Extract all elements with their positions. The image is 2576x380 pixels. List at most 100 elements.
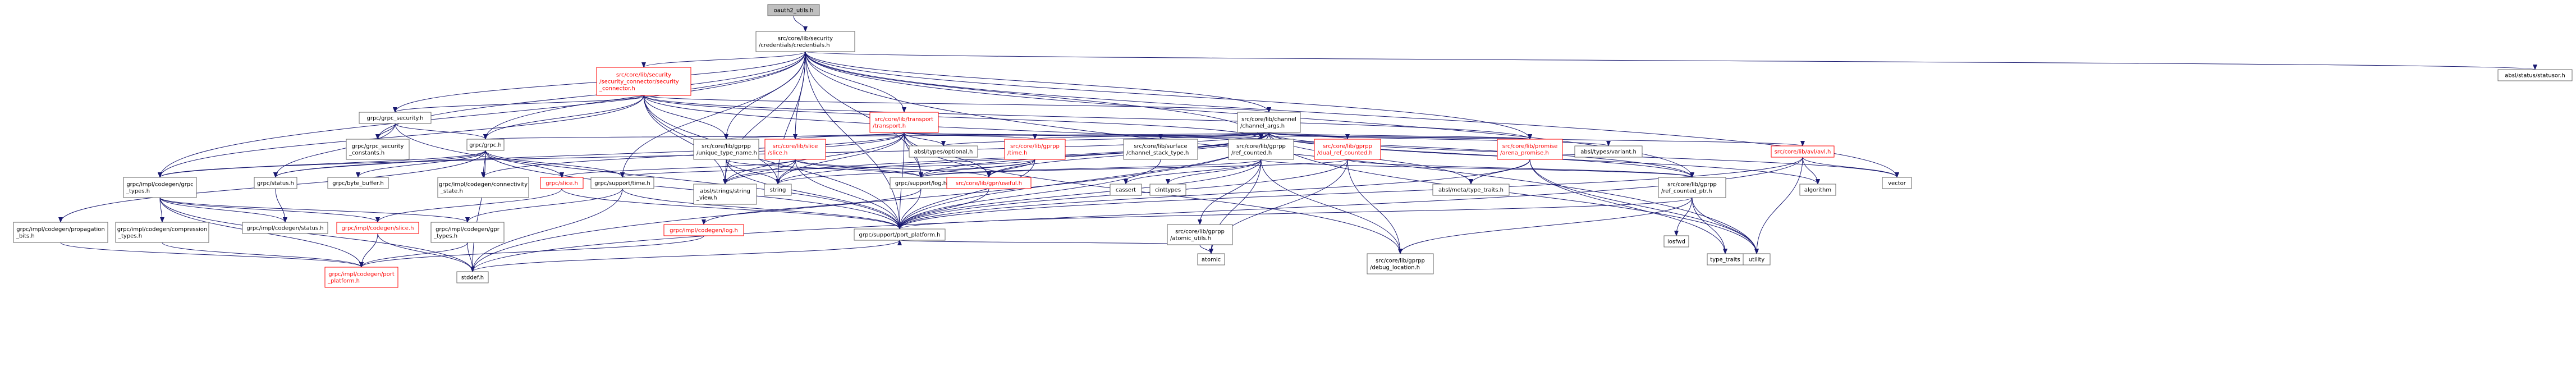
node-algorithm[interactable]: algorithm	[1799, 184, 1836, 196]
node-label-line: grpc/impl/codegen/log.h	[670, 228, 738, 234]
node-label-line: iosfwd	[1667, 239, 1685, 245]
node-grpc_security[interactable]: grpc/grpc_security.h	[359, 112, 432, 124]
node-status[interactable]: grpc/status.h	[254, 177, 297, 189]
node-label-line: absl/types/optional.h	[914, 149, 973, 155]
node-label-line: /channel_stack_type.h	[1126, 150, 1189, 157]
node-gpr_useful[interactable]: src/core/lib/gpr/useful.h	[946, 177, 1032, 189]
node-label-line: absl/status/statusor.h	[2505, 73, 2565, 79]
edge-grpc_h-to-grpc_slice	[485, 150, 564, 178]
node-abseil_optional[interactable]: absl/types/optional.h	[909, 145, 978, 158]
node-arena_promise[interactable]: src/core/lib/promise/arena_promise.h	[1497, 139, 1563, 160]
node-propagation_bits[interactable]: grpc/impl/codegen/propagation_bits.h	[13, 222, 108, 243]
node-support_log[interactable]: grpc/support/log.h	[890, 177, 952, 189]
edge-codegen_gpr_types-to-codegen_port_platform	[359, 242, 468, 268]
node-label-line: utility	[1749, 257, 1765, 263]
node-transport[interactable]: src/core/lib/transport/transport.h	[869, 112, 939, 133]
edge-port_platform-to-stddef	[470, 240, 900, 272]
node-ref_counted[interactable]: src/core/lib/gprpp/ref_counted.h	[1228, 139, 1294, 160]
edge-avl-to-utility	[1754, 157, 1803, 254]
node-box	[767, 4, 820, 16]
edge-grpc_security-to-status	[273, 123, 396, 178]
node-grpc_slice[interactable]: grpc/slice.h	[540, 177, 584, 189]
edge-channel_args-to-utility	[1268, 132, 1759, 254]
edge-secconn-to-unique_type_name	[643, 95, 728, 140]
node-label-line: src/core/lib/transport	[875, 117, 934, 123]
node-abseil_variant[interactable]: absl/types/variant.h	[1574, 145, 1643, 158]
node-iosfwd[interactable]: iosfwd	[1663, 235, 1689, 248]
node-box	[1237, 112, 1301, 133]
node-box	[1799, 184, 1836, 196]
node-codegen_status[interactable]: grpc/impl/codegen/status.h	[242, 222, 328, 234]
edge-avl-to-algorithm	[1802, 157, 1820, 185]
node-vector[interactable]: vector	[1882, 177, 1912, 189]
node-atomic_utils[interactable]: src/core/lib/gprpp/atomic_utils.h	[1167, 224, 1233, 245]
edge-credentials-to-channel_args	[805, 51, 1271, 113]
node-type_traits[interactable]: type_traits	[1707, 253, 1744, 265]
node-utility[interactable]: utility	[1743, 253, 1771, 265]
node-box	[590, 177, 654, 189]
node-box	[764, 184, 792, 196]
edge-slice_h-to-grpc_slice	[560, 159, 796, 178]
edge-secconn-to-arena_promise	[643, 95, 1532, 140]
node-debug_location[interactable]: src/core/lib/gprpp/debug_location.h	[1367, 253, 1434, 274]
node-box	[1743, 253, 1771, 265]
node-stddef[interactable]: stddef.h	[456, 271, 489, 283]
node-impl_grpc_types[interactable]: grpc/impl/codegen/grpc_types.h	[123, 177, 197, 198]
edge-channel_stack_type-to-port_platform	[897, 159, 1161, 230]
node-box	[327, 177, 389, 189]
edge-slice_h-to-support_log	[795, 159, 923, 178]
node-box	[242, 222, 328, 234]
node-codegen_slice[interactable]: grpc/impl/codegen/slice.h	[336, 222, 419, 234]
node-byte_buffer[interactable]: grpc/byte_buffer.h	[327, 177, 389, 189]
edge-credentials-to-grpc_sec_const	[375, 51, 806, 140]
node-codegen_log[interactable]: grpc/impl/codegen/log.h	[663, 224, 744, 236]
node-port_platform[interactable]: grpc/support/port_platform.h	[854, 228, 946, 241]
node-cassert[interactable]: cassert	[1110, 184, 1142, 196]
edge-avl-to-port_platform	[897, 157, 1803, 230]
node-connectivity_state[interactable]: grpc/impl/codegen/connectivity_state.h	[437, 177, 529, 198]
node-cinttypes[interactable]: cinttypes	[1149, 184, 1186, 196]
edge-grpc_h-to-support_time	[485, 150, 625, 178]
node-channel_stack_type[interactable]: src/core/lib/surface/channel_stack_type.…	[1123, 139, 1198, 160]
node-compression_types[interactable]: grpc/impl/codegen/compression_types.h	[115, 222, 209, 243]
node-support_time[interactable]: grpc/support/time.h	[590, 177, 654, 189]
edge-credentials-to-status_h	[805, 51, 2537, 70]
node-box	[346, 139, 410, 160]
node-label-line: absl/meta/type_traits.h	[1438, 187, 1504, 194]
node-label-line: src/core/lib/gprpp	[1376, 258, 1425, 264]
node-label-line: /transport.h	[873, 123, 906, 130]
node-box	[1123, 139, 1198, 160]
node-grpc_sec_const[interactable]: grpc/grpc_security_constants.h	[346, 139, 410, 160]
node-label-line: /dual_ref_counted.h	[1317, 150, 1373, 157]
edge-ref_counted-to-cassert	[1124, 159, 1262, 185]
node-grpc_h[interactable]: grpc/grpc.h	[466, 139, 505, 151]
node-codegen_port_platform[interactable]: grpc/impl/codegen/port_platform.h	[324, 267, 398, 288]
edge-channel_args-to-arena_promise	[1268, 132, 1532, 140]
node-slice_h[interactable]: src/core/lib/slice/slice.h	[764, 139, 826, 160]
node-avl[interactable]: src/core/lib/avl/avl.h	[1771, 145, 1835, 158]
node-status_h[interactable]: absl/status/statusor.h	[2497, 69, 2573, 81]
node-label-line: grpc/byte_buffer.h	[332, 181, 383, 187]
node-dual_ref_counted[interactable]: src/core/lib/gprpp/dual_ref_counted.h	[1314, 139, 1381, 160]
node-label-line: _types.h	[433, 234, 457, 240]
edge-ref_counted-to-support_log	[919, 159, 1262, 178]
edge-ref_counted-to-ref_counted_ptr	[1261, 159, 1694, 178]
node-type_traits_absl[interactable]: absl/meta/type_traits.h	[1432, 184, 1510, 196]
node-abseil_string_view[interactable]: absl/strings/string_view.h	[693, 184, 757, 205]
node-label-line: grpc/grpc.h	[469, 143, 502, 149]
node-box	[1004, 139, 1066, 160]
node-ref_counted_ptr[interactable]: src/core/lib/gprpp/ref_counted_ptr.h	[1658, 177, 1726, 198]
node-box	[1149, 184, 1186, 196]
node-credentials[interactable]: src/core/lib/security/credentials/creden…	[755, 31, 855, 52]
edge-grpc_h-to-status	[273, 150, 486, 178]
node-atomic[interactable]: atomic	[1197, 253, 1225, 265]
node-gprpp_time[interactable]: src/core/lib/gprpp/time.h	[1004, 139, 1066, 160]
node-secconn[interactable]: src/core/lib/security/security_connector…	[596, 67, 691, 96]
edge-grpc_slice-to-codegen_slice	[375, 188, 562, 223]
node-channel_args[interactable]: src/core/lib/channel/channel_args.h	[1237, 112, 1301, 133]
node-codegen_gpr_types[interactable]: grpc/impl/codegen/gpr_types.h	[430, 222, 505, 243]
edge-channel_args-to-stddef	[470, 132, 1269, 272]
node-unique_type_name[interactable]: src/core/lib/gprpp/unique_type_name.h	[693, 139, 759, 160]
node-string[interactable]: string	[764, 184, 792, 196]
node-label-line: type_traits	[1710, 257, 1740, 263]
